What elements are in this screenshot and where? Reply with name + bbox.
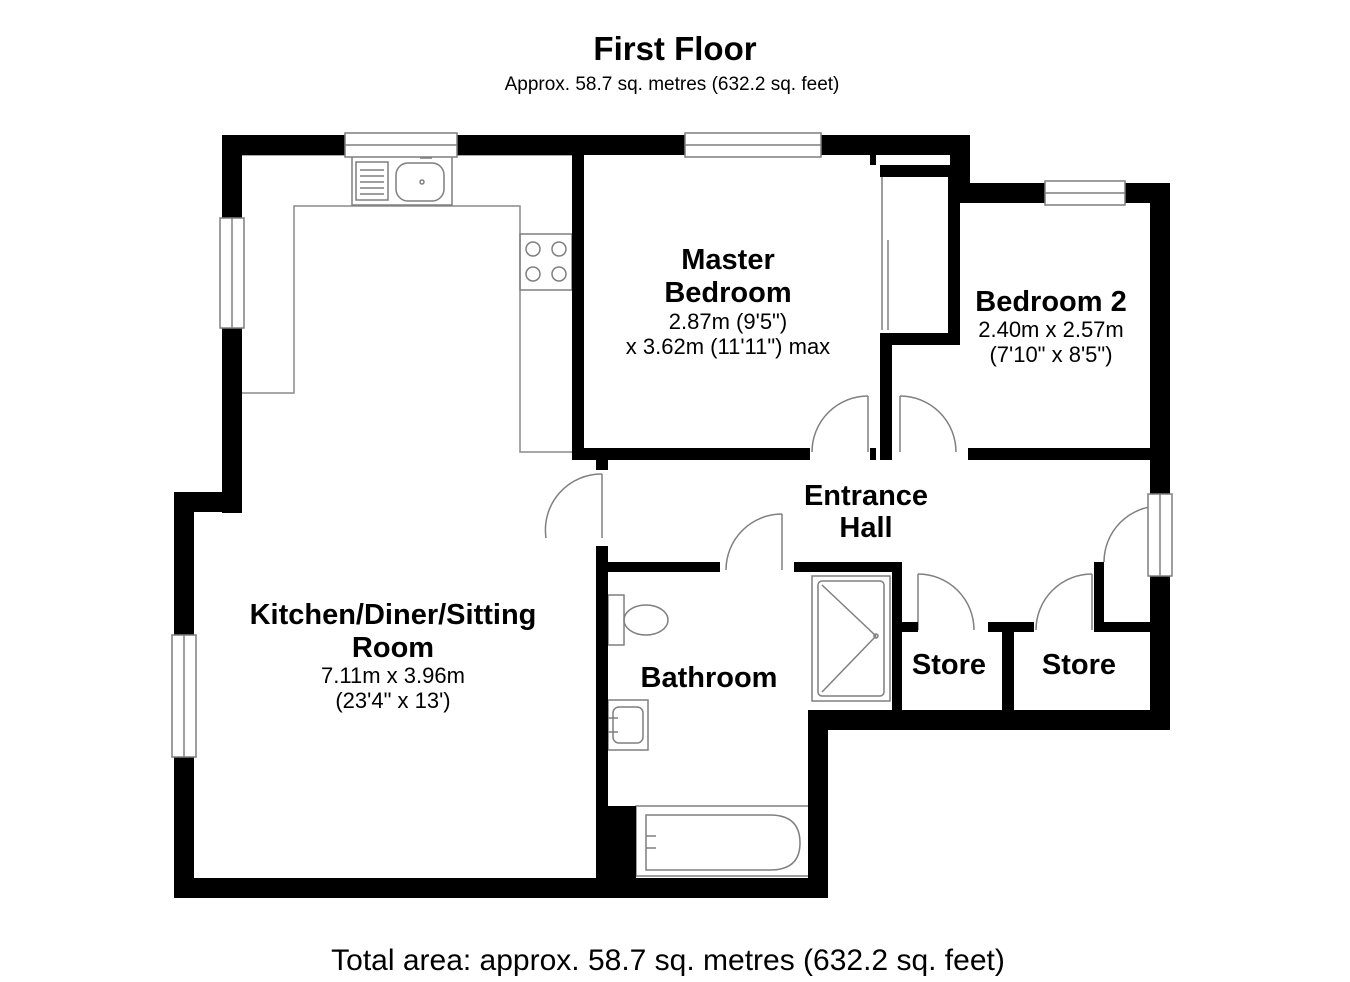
plan-title: First Floor [593,30,756,67]
total-area: Total area: approx. 58.7 sq. metres (632… [331,944,1005,977]
wardrobe [881,168,889,330]
entrance-hall-name-line2: Hall [839,512,892,544]
store-1-name: Store [912,649,986,681]
room-store-2: Store [1042,649,1116,681]
room-master-bedroom: Master Bedroom 2.87m (9'5") x 3.62m (11'… [626,244,830,359]
entrance-hall-name-line1: Entrance [804,480,928,512]
windows [171,132,1173,758]
master-bedroom-dim-line2: x 3.62m (11'11") max [626,334,830,359]
kitchen-counter [242,154,572,453]
wash-basin-icon [607,699,649,751]
room-entrance-hall: Entrance Hall [804,480,928,544]
kitchen-dim-line2: (23'4" x 13') [335,688,450,713]
hob-icon [519,233,573,291]
room-bathroom: Bathroom [641,662,778,694]
shower-icon [811,575,891,702]
kitchen-name-line2: Room [352,632,434,664]
kitchen-sink-icon [351,154,453,206]
toilet-icon [607,594,669,646]
room-kitchen: Kitchen/Diner/Sitting Room 7.11m x 3.96m… [250,599,537,713]
store-2-name: Store [1042,649,1116,681]
kitchen-name-line1: Kitchen/Diner/Sitting [250,599,537,631]
bedroom-2-dim-line1: 2.40m x 2.57m [978,317,1124,342]
walls [174,135,1170,898]
room-store-1: Store [912,649,986,681]
bedroom-2-dim-line2: (7'10" x 8'5") [989,342,1112,367]
room-bedroom-2: Bedroom 2 2.40m x 2.57m (7'10" x 8'5") [975,286,1126,367]
master-bedroom-name-line1: Master [681,244,775,276]
bedroom-2-name: Bedroom 2 [975,286,1126,318]
master-bedroom-dim-line1: 2.87m (9'5") [669,309,787,334]
bathroom-name: Bathroom [641,662,778,694]
master-bedroom-name-line2: Bedroom [664,277,791,309]
bath-icon [635,805,811,877]
plan-subtitle: Approx. 58.7 sq. metres (632.2 sq. feet) [505,74,840,95]
kitchen-dim-line1: 7.11m x 3.96m [321,663,465,688]
